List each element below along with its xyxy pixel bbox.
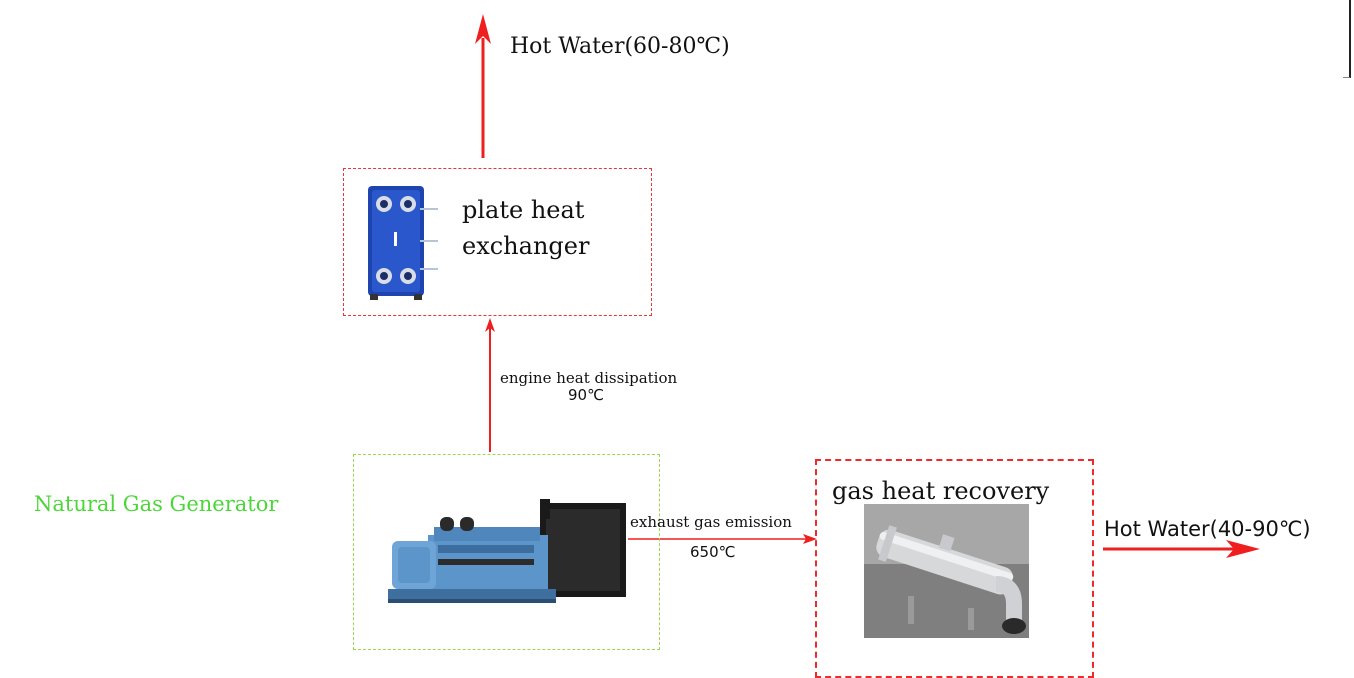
engine-heat-label-line1: engine heat dissipation [500,369,678,387]
exhaust-label-line2: 650℃ [690,543,736,561]
plate-heat-exchanger-label-line2: exchanger [462,232,590,260]
generator-label: Natural Gas Generator [34,492,279,516]
engine-heat-arrowhead [485,318,495,332]
plate-heat-exchanger-box [343,168,652,316]
exhaust-arrowhead [803,534,817,544]
right-edge-divider [1343,0,1351,78]
plate-heat-exchanger-label-line1: plate heat [462,196,585,224]
plate-heat-exchanger-icon [368,186,438,300]
gas-heat-recovery-label: gas heat recovery [832,477,1050,505]
generator-box [353,454,660,650]
hot-water-top-arrowhead [475,14,491,44]
hot-water-right-label: Hot Water(40-90℃) [1104,517,1311,541]
exhaust-label-line1: exhaust gas emission [630,513,792,531]
hot-water-right-arrowhead [1226,540,1260,558]
engine-heat-label-line2: 90℃ [568,386,604,404]
hot-water-top-label: Hot Water(60-80℃) [510,34,730,59]
heat-recovery-unit-icon [864,504,1029,638]
gas-generator-icon [388,499,626,603]
